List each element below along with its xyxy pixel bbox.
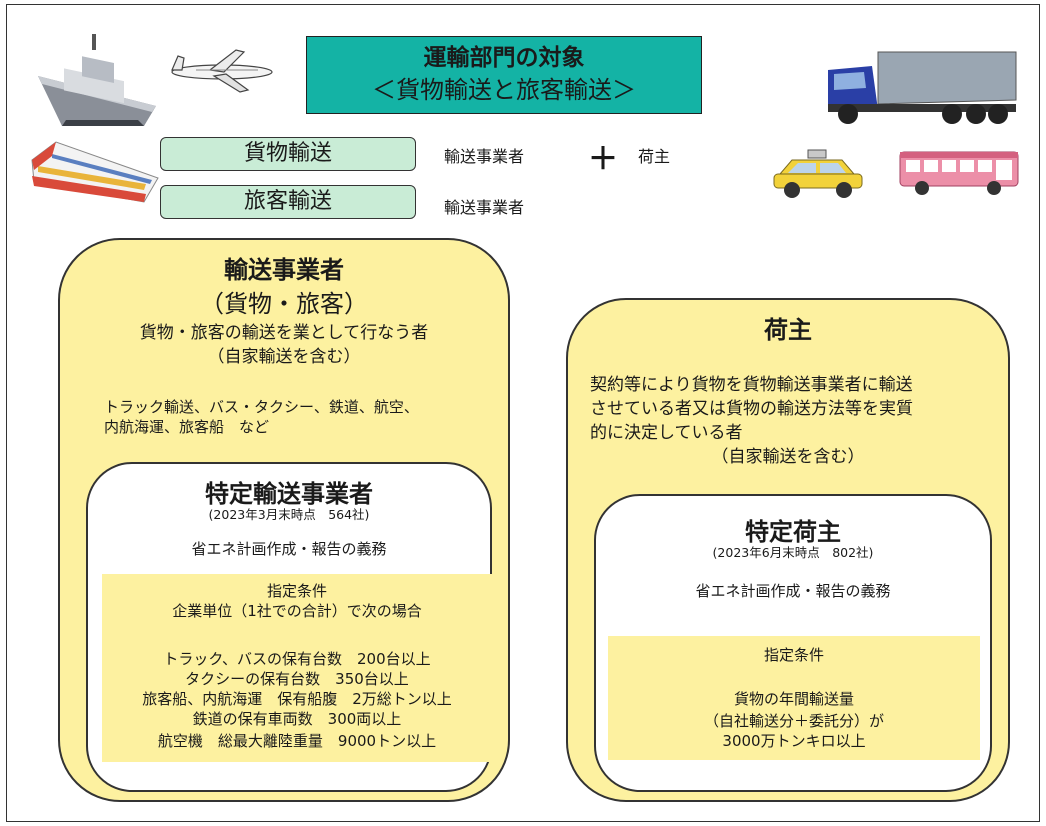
freight-pill: 貨物輸送 (160, 137, 416, 171)
carriers-cond-1: トラック、バスの保有台数 200台以上 (163, 650, 431, 668)
diagram-title: 運輸部門の対象 (423, 45, 585, 71)
specified-carriers-note: (2023年3月末時点 564社) (208, 507, 370, 522)
airplane-icon (171, 49, 273, 93)
specified-carriers-duty: 省エネ計画作成・報告の義務 (191, 540, 387, 558)
specified-carriers-title: 特定輸送事業者 (205, 480, 373, 508)
shippers-desc-line2: させている者又は貨物の輸送方法等を実質 (590, 399, 913, 419)
carriers-cond-3: 旅客船、内航海運 保有船腹 2万総トン以上 (142, 690, 452, 708)
carriers-examples-line1: トラック輸送、バス・タクシー、鉄道、航空、 (104, 398, 419, 416)
shippers-desc-note: （自家輸送を含む） (711, 447, 865, 467)
carriers-examples-line2: 内航海運、旅客船 など (104, 418, 270, 436)
diagram-subtitle: ＜貨物輸送と旅客輸送＞ (372, 76, 636, 104)
truck-icon (828, 51, 1017, 124)
carriers-cond-sub: 企業単位（1社での合計）で次の場合 (172, 602, 422, 620)
shippers-cond-1: 貨物の年間輸送量 (733, 690, 854, 708)
passenger-pill: 旅客輸送 (160, 185, 416, 219)
shippers-desc-line3: 的に決定している者 (590, 423, 743, 443)
carriers-desc: 貨物・旅客の輸送を業として行なう者 (139, 323, 429, 343)
figure-frame (6, 4, 1040, 822)
title-box: 運輸部門の対象 ＜貨物輸送と旅客輸送＞ (306, 36, 702, 114)
bus-icon (899, 151, 1019, 195)
shippers-cond-3: 3000万トンキロ以上 (722, 732, 866, 750)
specified-shippers-duty: 省エネ計画作成・報告の義務 (695, 582, 891, 600)
taxi-icon (773, 149, 863, 198)
carriers-desc-note: （自家輸送を含む） (207, 347, 361, 367)
carriers-cond-5: 航空機 総最大離陸重量 9000トン以上 (157, 732, 437, 750)
carriers-conditions-box (102, 574, 492, 762)
train-icon (31, 141, 159, 203)
passenger-carrier-label: 輸送事業者 (444, 198, 525, 217)
plus-sign: ＋ (588, 142, 618, 177)
shippers-desc-line1: 契約等により貨物を貨物輸送事業者に輸送 (590, 375, 913, 395)
shippers-cond-title: 指定条件 (763, 646, 824, 664)
freight-shipper-label: 荷主 (638, 147, 671, 166)
carriers-cond-title: 指定条件 (266, 582, 327, 600)
carriers-cond-2: タクシーの保有台数 350台以上 (185, 670, 409, 688)
carriers-title: 輸送事業者 (224, 256, 344, 284)
carriers-cond-4: 鉄道の保有車両数 300両以上 (192, 710, 402, 728)
shippers-title: 荷主 (764, 316, 812, 344)
specified-shippers-note: (2023年6月末時点 802社) (712, 545, 874, 560)
ship-icon (38, 34, 156, 126)
freight-carrier-label: 輸送事業者 (444, 147, 525, 166)
specified-shippers-title: 特定荷主 (745, 518, 841, 546)
shippers-conditions-box (608, 636, 980, 760)
shippers-cond-2: （自社輸送分＋委託分）が (703, 712, 884, 730)
carriers-subtitle: （貨物・旅客） (200, 290, 368, 318)
